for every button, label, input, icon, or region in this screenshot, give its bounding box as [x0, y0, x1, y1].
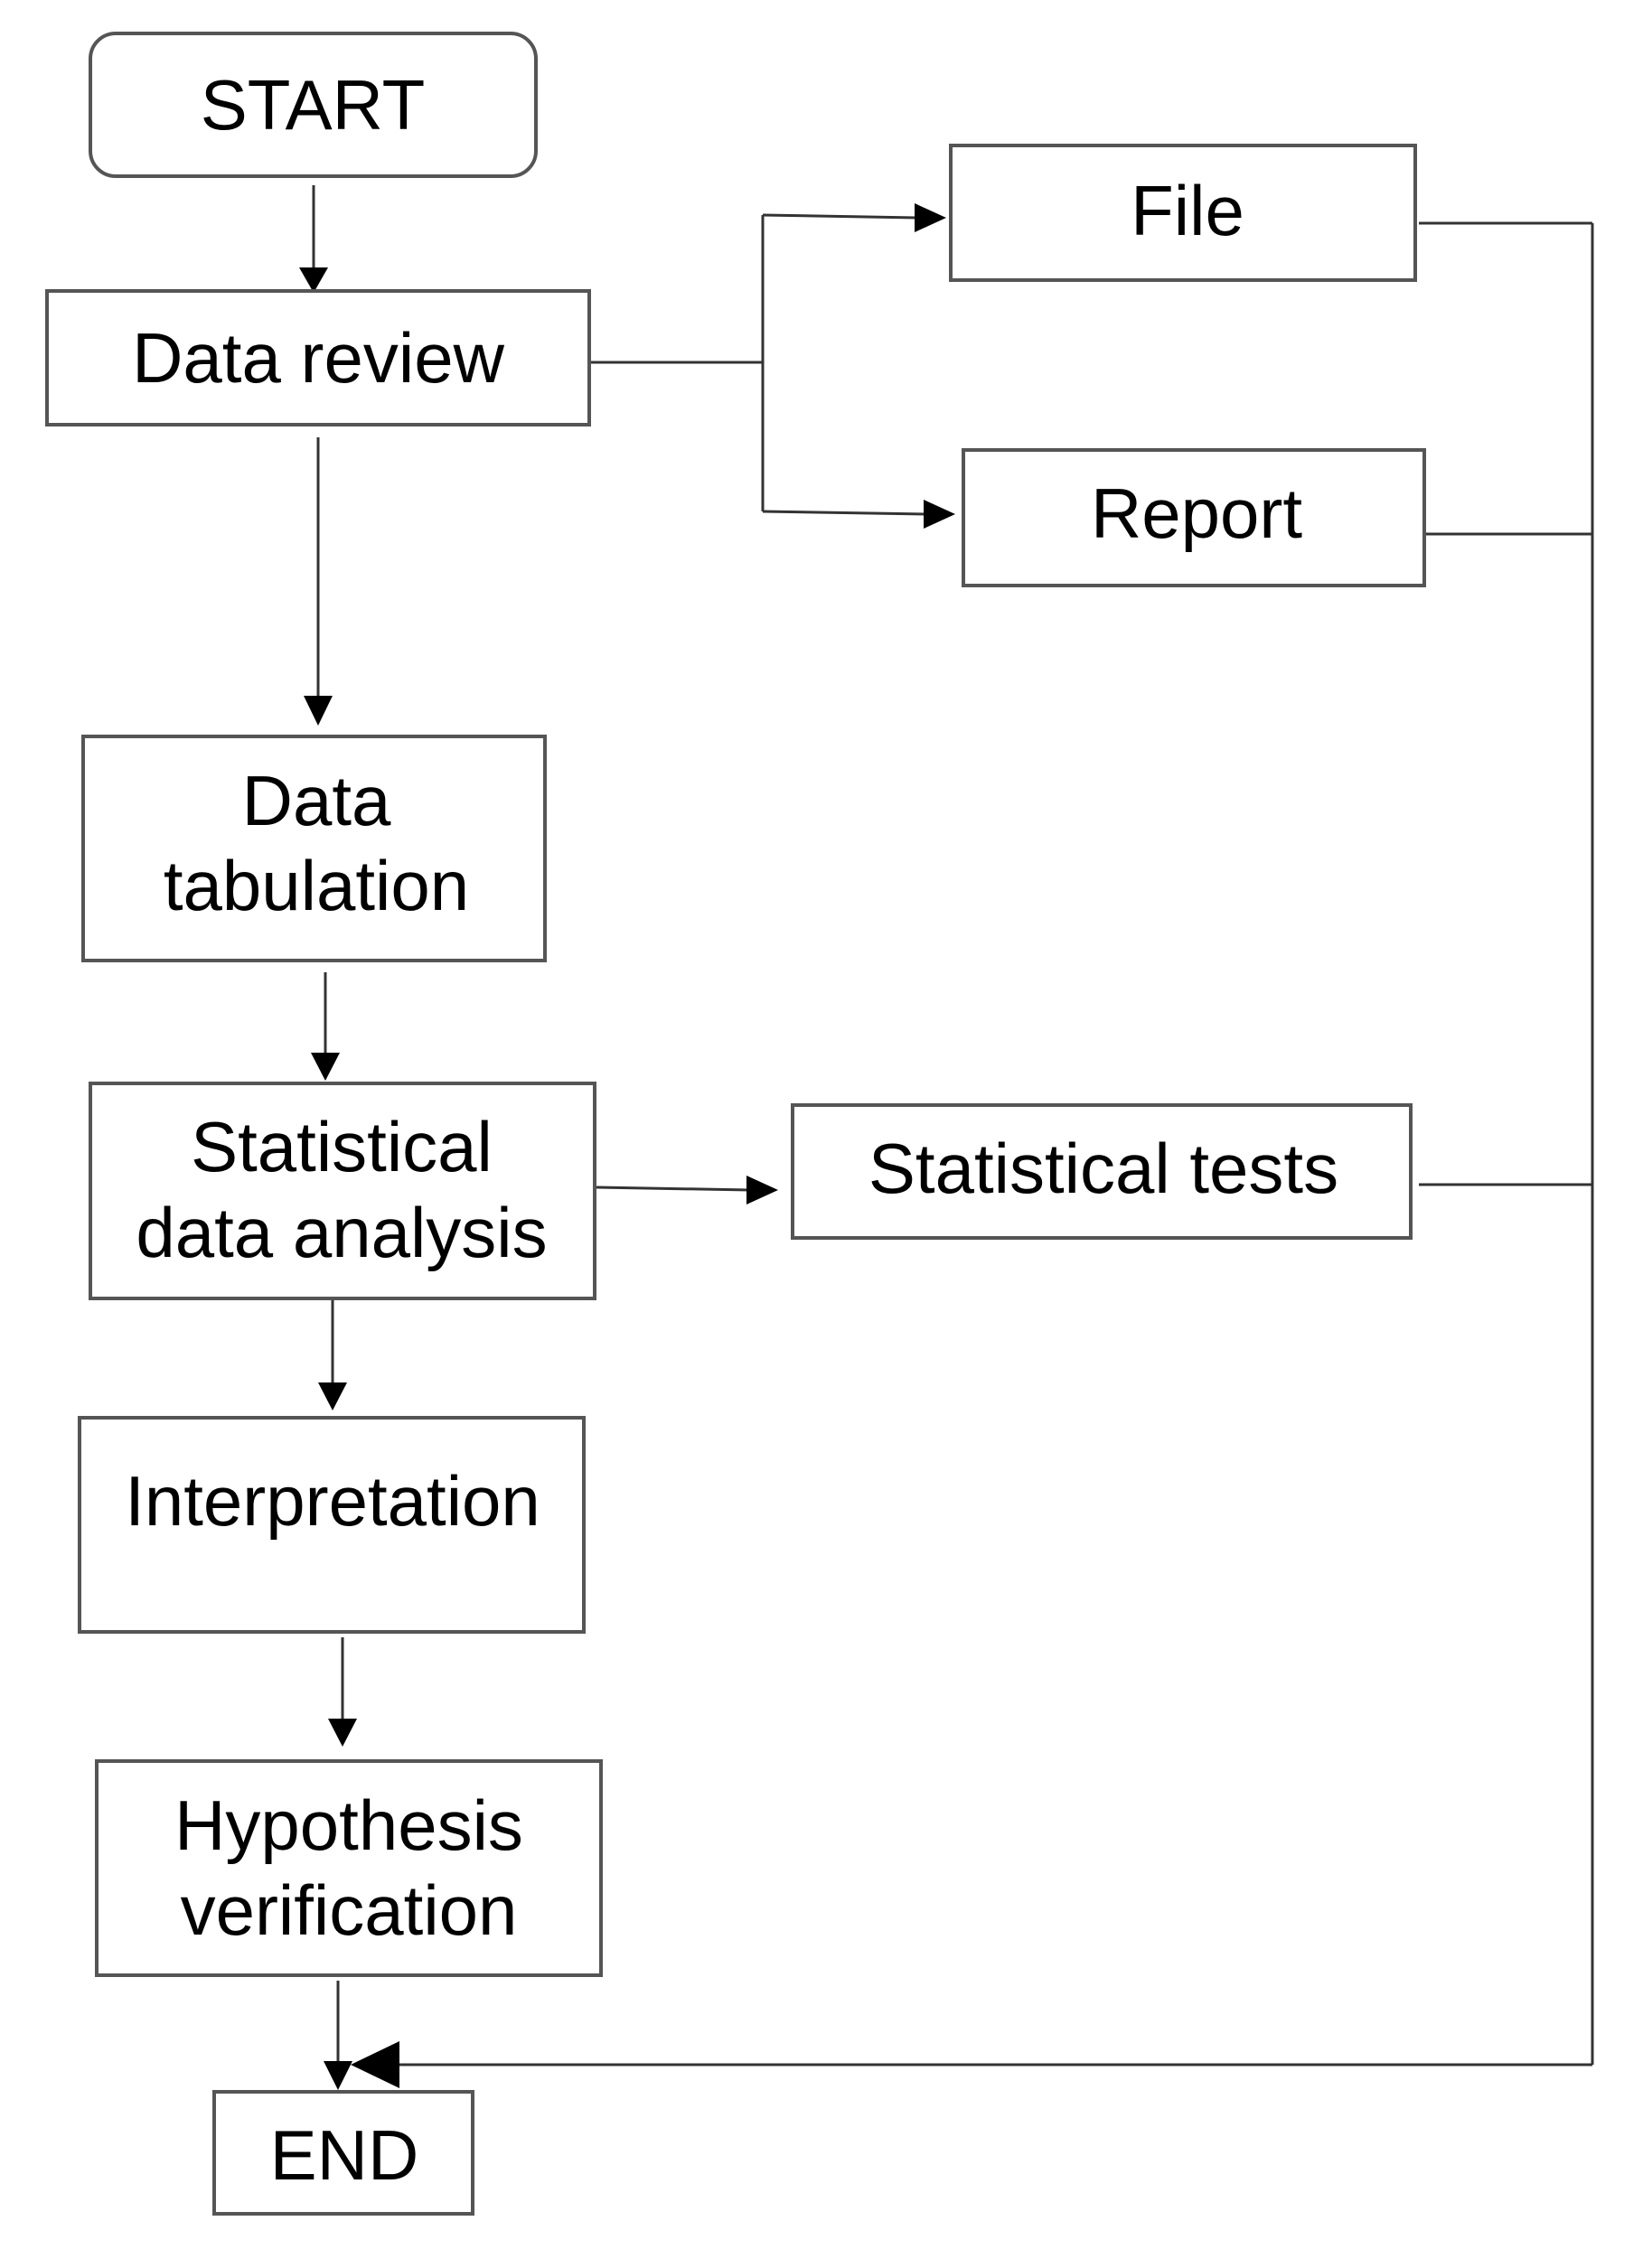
node-file-label: File — [1131, 171, 1244, 250]
node-statistical-analysis: Statistical data analysis — [89, 1082, 596, 1300]
node-data-review-label: Data review — [132, 318, 504, 398]
edge-interpretation-to-hypothesis — [328, 1637, 357, 1747]
edge-statistical-analysis-to-statistical-tests — [596, 1176, 778, 1204]
node-hypothesis-verification-line2: verification — [181, 1870, 518, 1950]
node-statistical-analysis-line1: Statistical — [191, 1107, 493, 1186]
node-file: File — [949, 144, 1417, 282]
node-start-label: START — [201, 65, 425, 145]
node-hypothesis-verification: Hypothesis verification — [95, 1759, 603, 1977]
node-report: Report — [962, 448, 1426, 587]
node-interpretation: Interpretation — [78, 1416, 586, 1634]
edge-statistical-analysis-to-interpretation — [318, 1298, 347, 1410]
node-end-label: END — [270, 2115, 419, 2195]
node-statistical-tests: Statistical tests — [791, 1103, 1413, 1240]
edge-hypothesis-to-end — [324, 1981, 352, 2090]
node-data-tabulation-line1: Data — [242, 761, 391, 840]
node-start: START — [89, 32, 538, 178]
node-data-review: Data review — [45, 289, 591, 426]
node-statistical-analysis-line2: data analysis — [136, 1193, 547, 1272]
node-statistical-tests-label: Statistical tests — [868, 1129, 1338, 1208]
node-end: END — [212, 2090, 474, 2216]
node-report-label: Report — [1091, 473, 1302, 553]
edge-data-tabulation-to-statistical-analysis — [311, 972, 340, 1081]
node-data-tabulation: Data tabulation — [81, 735, 547, 962]
edge-data-review-to-data-tabulation — [304, 437, 333, 726]
edge-data-review-to-file-and-report — [587, 203, 955, 529]
node-data-tabulation-line2: tabulation — [164, 846, 469, 925]
edge-return-bus-to-end — [351, 221, 1594, 2088]
node-hypothesis-verification-line1: Hypothesis — [174, 1785, 523, 1865]
edge-start-to-data-review — [299, 185, 328, 293]
node-interpretation-label: Interpretation — [125, 1461, 540, 1541]
